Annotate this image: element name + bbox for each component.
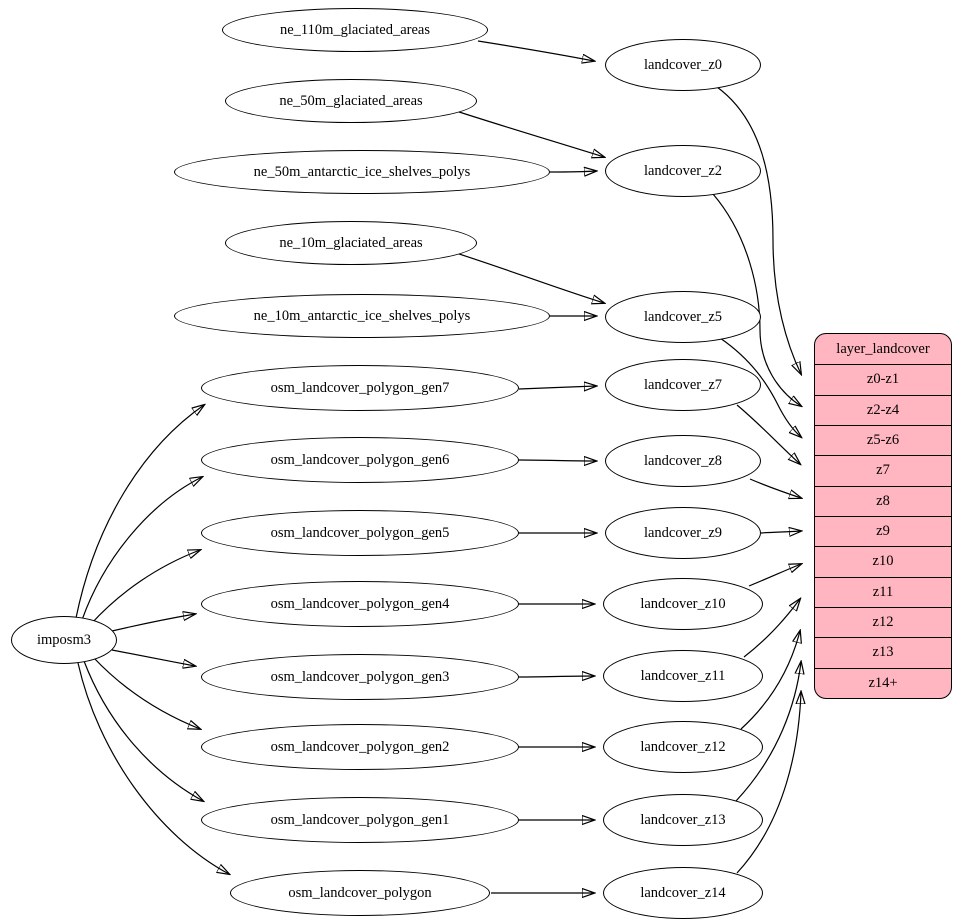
edge-ne-50m-glaciated-to-z2	[455, 110, 604, 157]
node-label: imposm3	[37, 631, 91, 648]
node-label: osm_landcover_polygon_gen3	[270, 668, 450, 685]
node-label: ne_10m_glaciated_areas	[279, 234, 423, 251]
node-osm-landcover-polygon: osm_landcover_polygon	[230, 870, 490, 916]
edge-z0-to-row-z0-z1	[716, 86, 801, 374]
node-label: landcover_z10	[640, 595, 726, 612]
node-osm-landcover-polygon-gen7: osm_landcover_polygon_gen7	[201, 365, 519, 411]
edge-z9-to-row-z9	[760, 531, 801, 533]
table-header: layer_landcover	[836, 340, 930, 357]
node-ne-50m-glaciated-areas: ne_50m_glaciated_areas	[225, 79, 477, 123]
edge-z5-to-row-z5-z6	[719, 337, 801, 437]
table-row-z13: z13	[815, 637, 951, 667]
node-landcover-z0: landcover_z0	[605, 39, 761, 91]
node-label: osm_landcover_polygon_gen6	[270, 451, 450, 468]
edge-imposm3-to-gen7	[75, 405, 204, 619]
node-landcover-z14: landcover_z14	[603, 867, 763, 919]
edge-gen7-to-z7	[518, 386, 596, 389]
layer-landcover-table: layer_landcover z0-z1 z2-z4 z5-z6 z7 z8 …	[814, 333, 952, 699]
node-ne-10m-glaciated-areas: ne_10m_glaciated_areas	[225, 221, 477, 265]
node-osm-landcover-polygon-gen4: osm_landcover_polygon_gen4	[201, 581, 519, 627]
table-row-z14plus: z14+	[815, 667, 951, 698]
table-row-z8: z8	[815, 485, 951, 516]
node-landcover-z2: landcover_z2	[605, 145, 761, 197]
node-label: ne_110m_glaciated_areas	[279, 21, 431, 38]
edge-gen6-to-z8	[518, 460, 596, 461]
table-row-z12: z12	[815, 607, 951, 637]
node-landcover-z13: landcover_z13	[603, 794, 763, 846]
table-row-z2-z4: z2-z4	[815, 394, 951, 425]
edge-z13-to-row-z13	[735, 662, 801, 802]
node-label: landcover_z11	[640, 667, 726, 684]
table-row-z10: z10	[815, 546, 951, 576]
edge-imposm3-to-polygon	[77, 662, 229, 874]
node-osm-landcover-polygon-gen6: osm_landcover_polygon_gen6	[201, 437, 519, 483]
node-landcover-z5: landcover_z5	[605, 291, 761, 343]
node-label: osm_landcover_polygon_gen2	[270, 738, 450, 755]
node-ne-10m-antarctic-ice-shelves-polys: ne_10m_antarctic_ice_shelves_polys	[174, 294, 550, 338]
node-landcover-z11: landcover_z11	[603, 650, 763, 702]
edge-imposm3-to-gen1	[83, 660, 203, 801]
node-osm-landcover-polygon-gen5: osm_landcover_polygon_gen5	[201, 510, 519, 556]
node-label: ne_50m_glaciated_areas	[279, 92, 423, 109]
node-label: landcover_z12	[640, 738, 726, 755]
node-label: ne_50m_antarctic_ice_shelves_polys	[253, 163, 471, 180]
node-label: landcover_z0	[643, 56, 723, 73]
node-landcover-z7: landcover_z7	[605, 359, 761, 411]
node-label: osm_landcover_polygon	[288, 884, 432, 901]
node-label: landcover_z13	[640, 811, 726, 828]
edge-z8-to-row-z8	[749, 478, 801, 498]
node-ne-50m-antarctic-ice-shelves-polys: ne_50m_antarctic_ice_shelves_polys	[174, 150, 550, 194]
node-label: osm_landcover_polygon_gen4	[270, 595, 450, 612]
node-imposm3: imposm3	[11, 616, 117, 664]
edge-z14-to-row-z14plus	[736, 692, 801, 874]
table-row-z9: z9	[815, 516, 951, 546]
edge-imposm3-to-gen6	[81, 477, 202, 621]
node-osm-landcover-polygon-gen2: osm_landcover_polygon_gen2	[201, 724, 519, 770]
edge-ne-110m-to-z0	[477, 40, 594, 61]
node-label: landcover_z5	[643, 308, 723, 325]
edge-z7-to-row-z7	[736, 404, 800, 464]
edge-imposm3-to-gen4	[111, 614, 195, 632]
edge-gen3-to-z11	[518, 676, 594, 677]
table-row-z5-z6: z5-z6	[815, 425, 951, 455]
edge-z10-to-row-z10	[748, 564, 801, 587]
edge-imposm3-to-gen2	[92, 656, 200, 729]
table-row-z11: z11	[815, 576, 951, 607]
node-label: osm_landcover_polygon_gen7	[270, 379, 450, 396]
node-label: landcover_z14	[640, 884, 726, 901]
node-label: landcover_z8	[643, 452, 723, 469]
edge-ne-50m-antarctic-to-z2	[549, 171, 596, 172]
node-label: landcover_z9	[643, 524, 723, 541]
edge-z11-to-row-z11	[743, 599, 800, 658]
node-ne-110m-glaciated-areas: ne_110m_glaciated_areas	[222, 8, 488, 52]
node-osm-landcover-polygon-gen3: osm_landcover_polygon_gen3	[201, 654, 519, 700]
node-landcover-z12: landcover_z12	[603, 721, 763, 773]
table-row-z0-z1: z0-z1	[815, 364, 951, 394]
edge-z2-to-row-z2-z4	[712, 193, 801, 406]
node-landcover-z10: landcover_z10	[603, 578, 763, 630]
node-label: osm_landcover_polygon_gen5	[270, 524, 450, 541]
edge-imposm3-to-gen3	[111, 649, 195, 666]
node-label: osm_landcover_polygon_gen1	[270, 811, 450, 828]
node-label: landcover_z2	[643, 162, 723, 179]
edge-imposm3-to-gen5	[90, 550, 200, 625]
node-label: ne_10m_antarctic_ice_shelves_polys	[253, 307, 471, 324]
node-landcover-z8: landcover_z8	[605, 435, 761, 487]
table-row-z7: z7	[815, 455, 951, 485]
edge-z12-to-row-z12	[740, 631, 800, 730]
node-landcover-z9: landcover_z9	[605, 507, 761, 559]
node-label: landcover_z7	[643, 376, 723, 393]
edge-ne-10m-glaciated-to-z5	[455, 252, 604, 303]
node-osm-landcover-polygon-gen1: osm_landcover_polygon_gen1	[201, 797, 519, 843]
